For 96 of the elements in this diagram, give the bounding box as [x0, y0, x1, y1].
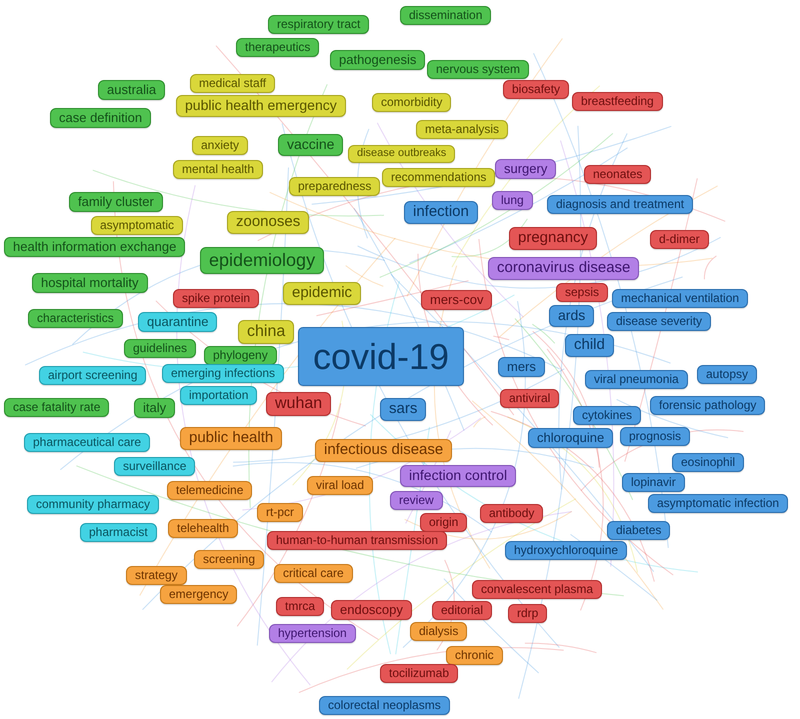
- keyword-label: public health emergency: [176, 95, 346, 116]
- keyword-label: emergency: [160, 585, 238, 604]
- keyword-label: sars: [380, 398, 426, 421]
- keyword-label: rt-pcr: [257, 503, 303, 522]
- keyword-label: endoscopy: [331, 600, 412, 620]
- keyword-label: antiviral: [500, 389, 560, 408]
- keyword-label: sepsis: [556, 283, 608, 302]
- keyword-label: wuhan: [266, 392, 332, 416]
- keyword-label: family cluster: [69, 192, 163, 212]
- keyword-label: cytokines: [573, 406, 642, 425]
- keyword-label: review: [390, 491, 443, 510]
- keyword-label: breastfeeding: [572, 92, 663, 111]
- keyword-label: public health: [180, 427, 282, 450]
- keyword-label: therapeutics: [236, 38, 320, 57]
- keyword-label: human-to-human transmission: [267, 531, 448, 550]
- keyword-label: d-dimer: [650, 230, 709, 249]
- keyword-label: hydroxychloroquine: [505, 541, 628, 560]
- keyword-label: phylogeny: [204, 346, 277, 365]
- keyword-label: preparedness: [289, 177, 380, 196]
- keyword-label: mers-cov: [421, 290, 492, 310]
- keyword-label: infection control: [400, 465, 516, 486]
- keyword-label: hypertension: [269, 624, 356, 643]
- keyword-label: diagnosis and treatment: [547, 195, 694, 214]
- keyword-label: zoonoses: [227, 211, 310, 234]
- keyword-label: biosafety: [503, 80, 570, 99]
- keyword-label: meta-analysis: [416, 120, 508, 139]
- keyword-label: lopinavir: [622, 473, 685, 492]
- keyword-label: chronic: [446, 646, 503, 665]
- keyword-label: disease severity: [607, 312, 712, 331]
- keyword-label: tocilizumab: [380, 664, 458, 683]
- keyword-label: china: [238, 320, 294, 344]
- keyword-label: mers: [498, 357, 545, 378]
- keyword-label: autopsy: [697, 365, 758, 384]
- keyword-label: mechanical ventilation: [612, 289, 748, 308]
- keyword-label: pharmacist: [80, 523, 157, 542]
- keyword-label: infectious disease: [315, 439, 452, 462]
- keyword-label: anxiety: [192, 136, 248, 155]
- keyword-label: disease outbreaks: [348, 145, 456, 163]
- keyword-label: infection: [404, 201, 478, 224]
- keyword-label: origin: [420, 513, 468, 532]
- keyword-label: nervous system: [427, 60, 530, 79]
- keyword-label: community pharmacy: [27, 495, 160, 514]
- keyword-label: pharmaceutical care: [24, 433, 150, 452]
- keyword-label: surveillance: [114, 457, 196, 476]
- keyword-label: recommendations: [382, 168, 496, 187]
- keyword-label: importation: [180, 386, 258, 405]
- keyword-label: spike protein: [173, 289, 260, 308]
- keyword-label: forensic pathology: [650, 396, 766, 415]
- keyword-label: telemedicine: [167, 481, 252, 500]
- keyword-label: telehealth: [168, 519, 238, 538]
- keyword-label: strategy: [126, 566, 187, 585]
- keyword-label: case definition: [50, 108, 152, 128]
- keyword-label: rdrp: [508, 604, 548, 623]
- keyword-label: comorbidity: [372, 93, 452, 112]
- keyword-label: epidemic: [283, 282, 362, 305]
- keyword-label: dissemination: [400, 6, 492, 25]
- keyword-label: guidelines: [124, 339, 196, 358]
- keyword-label: lung: [492, 191, 533, 210]
- keyword-label: editorial: [432, 601, 492, 620]
- keyword-label: emerging infections: [162, 364, 284, 383]
- keyword-label: tmrca: [276, 597, 324, 616]
- keyword-label: critical care: [274, 564, 353, 583]
- keyword-label: child: [565, 334, 614, 357]
- keyword-label: case fatality rate: [4, 398, 110, 417]
- keyword-label: quarantine: [138, 312, 218, 332]
- keyword-label: viral load: [307, 476, 374, 495]
- keyword-label: characteristics: [28, 309, 123, 328]
- keyword-label: vaccine: [278, 134, 344, 156]
- keyword-label: asymptomatic: [91, 216, 184, 235]
- keyword-label: ards: [549, 305, 594, 326]
- keyword-label: covid-19: [298, 327, 464, 386]
- keyword-label: convalescent plasma: [472, 580, 602, 599]
- keyword-label: asymptomatic infection: [648, 494, 788, 513]
- keyword-label: diabetes: [607, 521, 670, 540]
- keyword-label: medical staff: [190, 74, 276, 93]
- keyword-label: coronavirus disease: [488, 257, 640, 280]
- keyword-label: pathogenesis: [330, 50, 426, 70]
- keyword-label: pregnancy: [509, 227, 598, 250]
- keyword-label: mental health: [173, 160, 264, 179]
- keyword-label: prognosis: [620, 427, 690, 446]
- keyword-label: surgery: [495, 159, 556, 180]
- keyword-label: airport screening: [39, 366, 146, 385]
- keyword-label: epidemiology: [200, 247, 324, 274]
- keyword-label: eosinophil: [672, 453, 744, 472]
- keyword-label: colorectal neoplasms: [319, 696, 450, 715]
- keyword-label: viral pneumonia: [585, 370, 688, 389]
- keyword-label: neonates: [584, 165, 652, 184]
- keyword-label: hospital mortality: [32, 273, 148, 294]
- keyword-label: dialysis: [410, 622, 468, 641]
- keyword-label: chloroquine: [528, 428, 614, 448]
- keyword-label: respiratory tract: [268, 15, 370, 34]
- keyword-label: health information exchange: [4, 237, 186, 258]
- keyword-label: screening: [194, 550, 264, 569]
- keyword-label: antibody: [480, 504, 544, 523]
- keyword-label: australia: [98, 80, 166, 100]
- keyword-label: italy: [134, 398, 176, 418]
